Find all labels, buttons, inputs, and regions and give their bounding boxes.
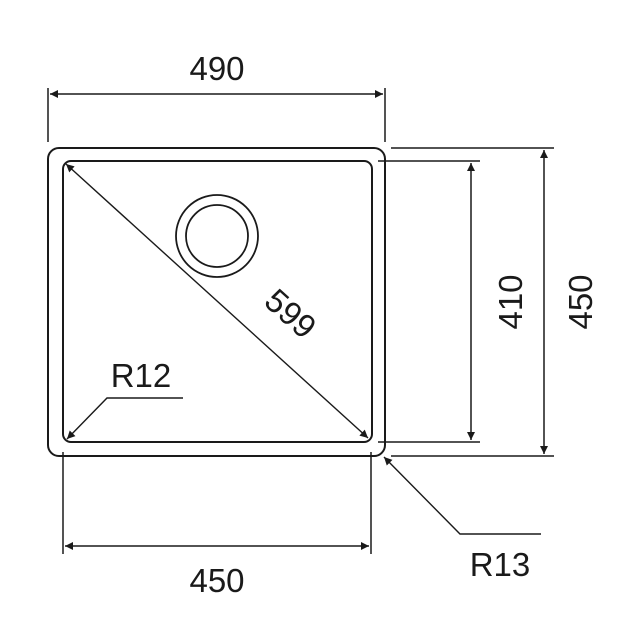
inner-bowl-outline (62, 160, 373, 443)
dim-label-450-horizontal: 450 (189, 562, 244, 599)
drain-circle-icon (175, 194, 259, 278)
dim-label-410: 410 (492, 274, 529, 329)
outer-outline (47, 147, 386, 457)
dimension-overall-depth: 450 (391, 147, 599, 457)
dim-label-490: 490 (189, 50, 244, 87)
radius-label-r13: R13 (470, 546, 531, 583)
radius-outer-callout: R13 (383, 456, 541, 583)
dimension-inner-width: 450 (62, 452, 372, 599)
radius-inner-callout: R12 (66, 357, 183, 440)
radius-label-r12: R12 (111, 357, 172, 394)
dimension-overall-width: 490 (47, 50, 386, 142)
dim-label-599: 599 (258, 281, 324, 345)
dimension-inner-depth: 410 (378, 160, 529, 443)
dim-label-450-vertical: 450 (562, 274, 599, 329)
